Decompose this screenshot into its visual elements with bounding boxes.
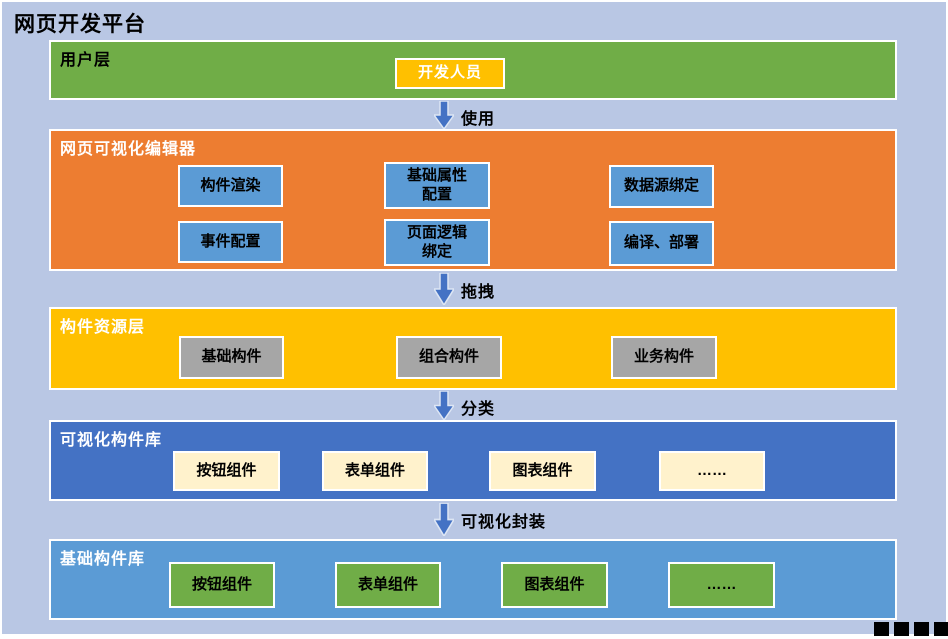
layer-editor-title: 网页可视化编辑器 <box>60 141 197 158</box>
corner-marker <box>894 622 909 637</box>
layer-editor: 网页可视化编辑器 构件渲染 基础属性 配置 数据源绑定 事件配置 页面逻辑 绑定… <box>49 129 897 271</box>
node-more-components: …… <box>659 451 765 491</box>
arrow-down-icon <box>434 503 454 536</box>
node-page-logic-binding: 页面逻辑 绑定 <box>384 219 490 266</box>
arrow-label-classify: 分类 <box>461 401 496 418</box>
arrow-label-use: 使用 <box>461 111 496 128</box>
page-title: 网页开发平台 <box>14 13 146 36</box>
node-basic-property-config: 基础属性 配置 <box>384 162 490 209</box>
layer-user: 用户层 开发人员 <box>49 40 897 100</box>
node-developer: 开发人员 <box>395 58 505 89</box>
node-datasource-binding: 数据源绑定 <box>609 165 714 208</box>
node-more-components: …… <box>668 562 775 608</box>
layer-visual-library: 可视化构件库 按钮组件 表单组件 图表组件 …… <box>49 420 897 501</box>
corner-marker <box>914 622 929 637</box>
node-chart-component: 图表组件 <box>501 562 608 608</box>
node-chart-component: 图表组件 <box>489 451 596 491</box>
arrow-down-icon <box>434 101 454 129</box>
node-composite-component: 组合构件 <box>396 336 502 379</box>
node-button-component: 按钮组件 <box>173 451 280 491</box>
node-business-component: 业务构件 <box>611 336 717 379</box>
node-compile-deploy: 编译、部署 <box>609 221 714 266</box>
layer-visual-library-title: 可视化构件库 <box>60 432 163 449</box>
layer-base-library: 基础构件库 按钮组件 表单组件 图表组件 …… <box>49 539 897 620</box>
arrow-label-visual-wrap: 可视化封装 <box>461 514 547 531</box>
corner-marker <box>934 622 948 637</box>
node-component-render: 构件渲染 <box>178 165 283 207</box>
node-button-component: 按钮组件 <box>169 562 275 608</box>
arrow-label-drag: 拖拽 <box>461 284 496 301</box>
node-form-component: 表单组件 <box>335 562 441 608</box>
bottom-edge <box>0 636 948 639</box>
layer-resources-title: 构件资源层 <box>60 319 146 336</box>
corner-marker <box>874 622 889 637</box>
layer-base-library-title: 基础构件库 <box>60 551 146 568</box>
node-event-config: 事件配置 <box>178 221 283 263</box>
arrow-down-icon <box>434 273 454 305</box>
node-basic-component: 基础构件 <box>179 336 284 379</box>
layer-resources: 构件资源层 基础构件 组合构件 业务构件 <box>49 307 897 390</box>
arrow-down-icon <box>434 391 454 420</box>
node-form-component: 表单组件 <box>322 451 428 491</box>
layer-user-title: 用户层 <box>60 52 112 69</box>
